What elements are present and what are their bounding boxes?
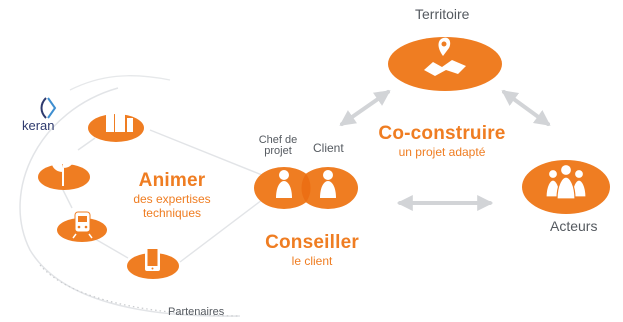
chef-de-projet-label: Chef de projet [258,134,298,157]
acteurs-label: Acteurs [550,218,598,234]
arrow-territoire-to-acteurs [501,90,551,126]
arrow-center-to-territoire [339,90,391,126]
mobile-phone-icon [145,245,160,271]
plant-icon [51,154,75,186]
keran-arc [69,75,171,91]
conseiller-subtitle: le client [291,254,333,268]
territoire-label: Territoire [415,6,470,22]
coconstruire-title: Co-construire [378,123,506,144]
train-icon [72,211,93,239]
conseiller-title: Conseiller [265,232,359,253]
keran-logo-icon [40,97,57,119]
territoire-node [388,37,502,91]
animer-subtitle: des expertises techniques [133,192,211,220]
two-persons-icon [276,170,336,198]
people-icon [545,163,587,200]
center-node [254,167,358,209]
client-label: Client [313,141,344,155]
keran-logo-text: keran [22,118,55,133]
partners-outer-curve [19,87,241,317]
animer-title: Animer [138,170,206,191]
map-pin-icon [424,37,466,76]
coconstruire-subtitle: un projet adapté [398,145,486,159]
partenaires-label: Partenaires [168,306,225,318]
buildings-icon [106,108,133,132]
